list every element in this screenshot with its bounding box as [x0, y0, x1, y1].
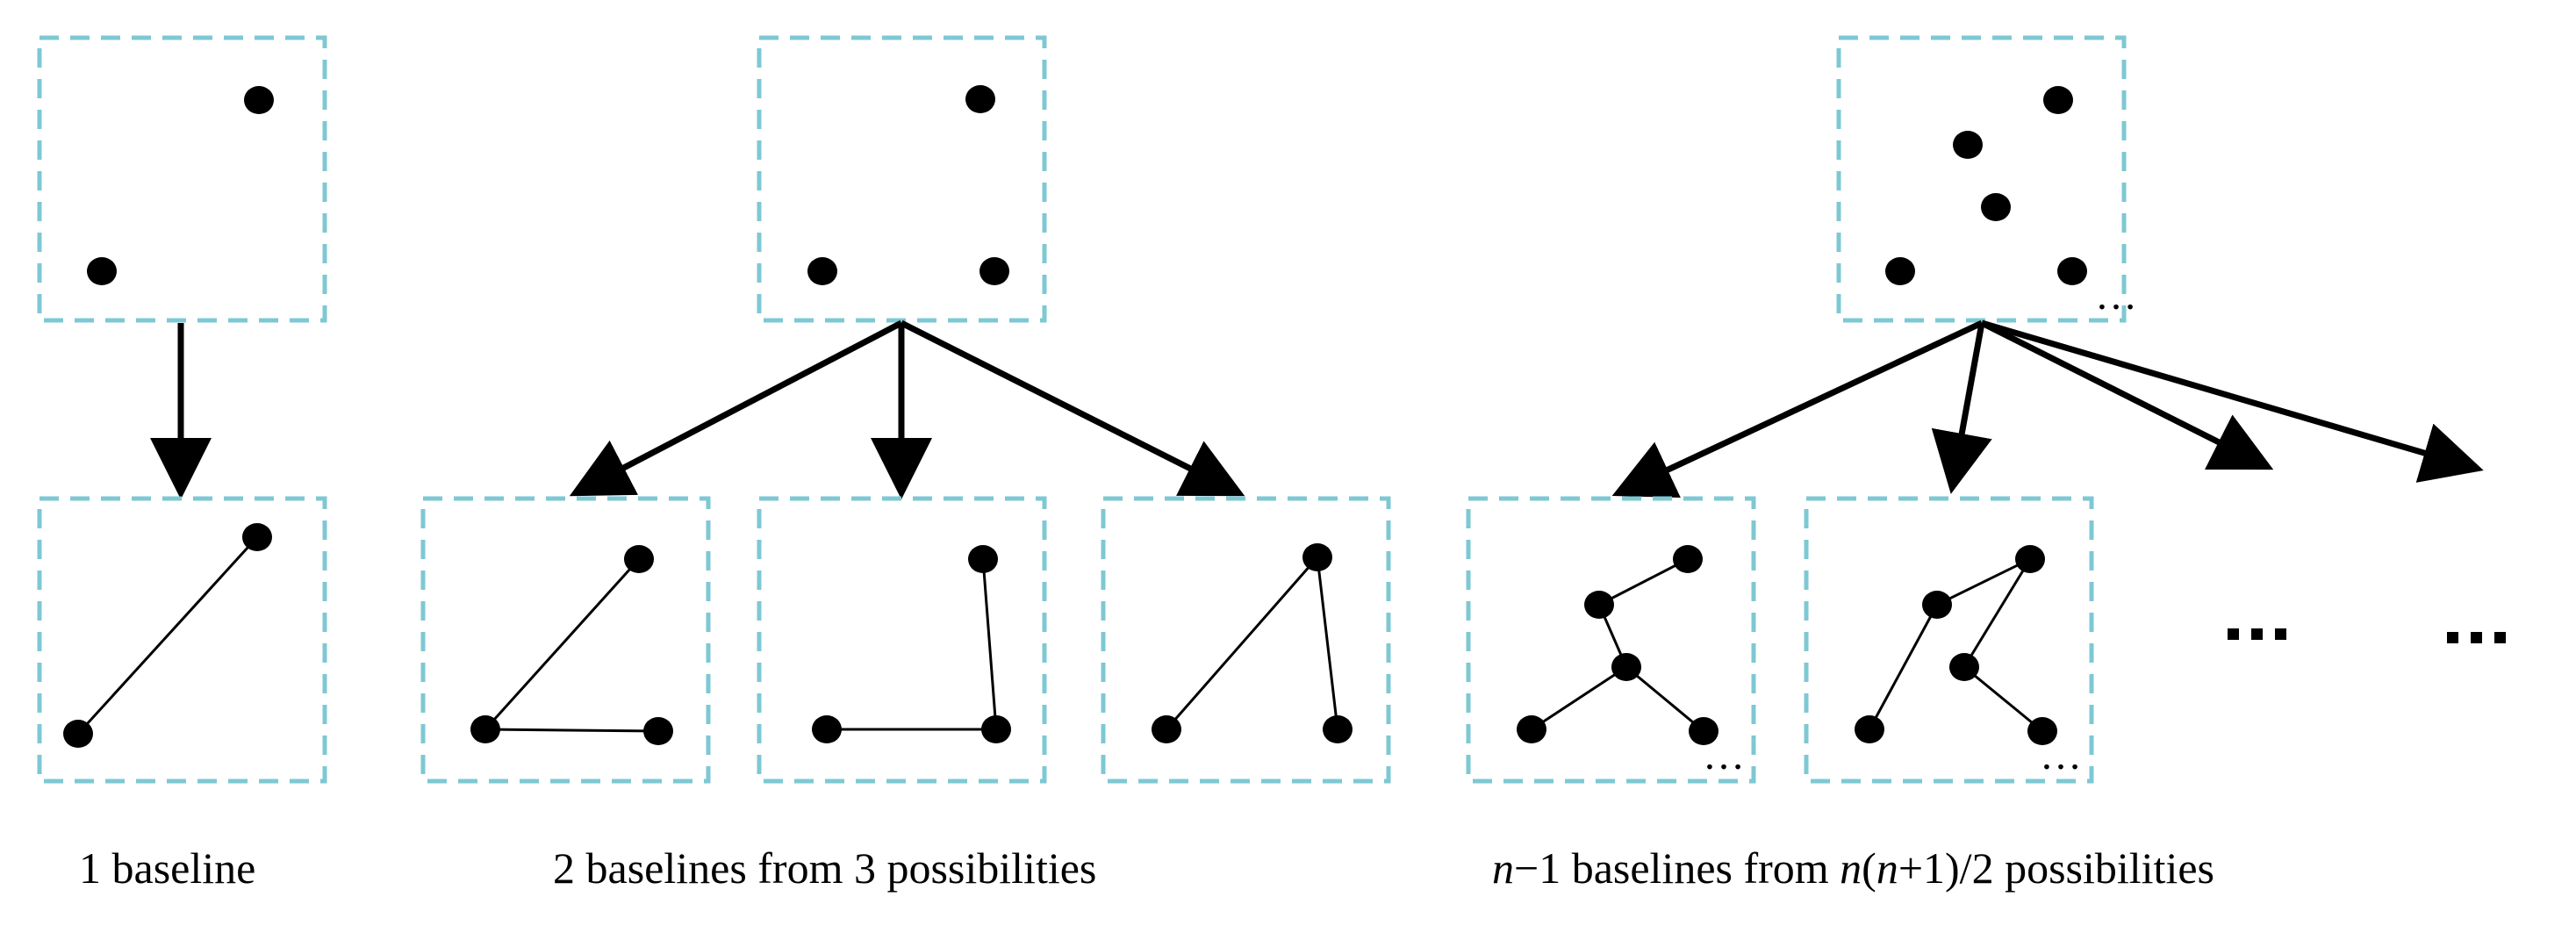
ellipsis-mark: …: [2095, 272, 2137, 319]
point: [2057, 257, 2087, 285]
baseline-edge: [1165, 556, 1319, 730]
arrow: [1980, 319, 2274, 470]
baseline-edge: [1598, 557, 1689, 606]
baseline-edge: [484, 557, 641, 731]
point: [2043, 86, 2073, 114]
point: [1302, 543, 1332, 571]
more-options-ellipsis: [2228, 628, 2286, 640]
caption-text: −1 baselines from: [1514, 843, 1841, 893]
caption-two-baselines: 2 baselines from 3 possibilities: [553, 843, 1097, 893]
baseline-edge: [1936, 557, 2031, 606]
point: [965, 85, 995, 113]
point: [87, 257, 117, 285]
point: [1953, 131, 1983, 159]
option-frame: [1466, 496, 1756, 784]
point: [979, 257, 1009, 285]
caption-var-n: n: [1840, 843, 1862, 893]
point: [2015, 545, 2045, 573]
group-n-points: … … …: [1466, 35, 2506, 784]
caption-one-baseline: 1 baseline: [79, 843, 256, 893]
baseline-edge: [484, 728, 659, 733]
point: [1885, 257, 1915, 285]
option-frame: [1804, 496, 2094, 784]
point: [624, 545, 654, 573]
group-three-points: [420, 35, 1391, 784]
caption-var-n: n: [1492, 843, 1514, 893]
point: [807, 257, 837, 285]
point: [1611, 653, 1641, 681]
top-frame-three-points: [757, 35, 1047, 323]
caption-text: (: [1862, 843, 1876, 893]
point: [1922, 591, 1952, 619]
top-frame-n-points: [1836, 35, 2127, 323]
point: [1689, 717, 1719, 745]
option-frame: [1101, 496, 1391, 784]
point: [2027, 717, 2057, 745]
point: [244, 86, 274, 114]
baseline-edge: [1531, 665, 1627, 731]
caption-var-n: n: [1876, 843, 1898, 893]
ellipsis-mark: …: [2040, 732, 2082, 779]
baseline-edge: [1963, 665, 2043, 733]
caption-n-baselines: n−1 baselines from n(n+1)/2 possibilitie…: [1492, 843, 2214, 893]
option-frame: [420, 496, 711, 784]
arrow: [1981, 319, 2484, 483]
baseline-edge: [1868, 604, 1939, 730]
baseline-edge: [1962, 558, 2032, 668]
point: [1323, 715, 1353, 743]
baseline-edge: [76, 535, 259, 735]
point: [968, 545, 998, 573]
baseline-edge: [1625, 665, 1704, 733]
point: [643, 717, 673, 745]
point: [981, 715, 1011, 743]
bottom-frame-one-baseline: [37, 496, 327, 784]
point: [470, 715, 500, 743]
arrow: [569, 319, 903, 497]
point: [63, 720, 93, 748]
baseline-edge: [1316, 556, 1339, 730]
point: [1584, 591, 1614, 619]
more-options-ellipsis: [2447, 632, 2506, 643]
ellipsis-mark: …: [1703, 732, 1745, 779]
point: [1855, 715, 1884, 743]
point: [1152, 715, 1181, 743]
arrow: [1931, 322, 1992, 494]
baseline-edge: [981, 558, 998, 730]
point: [1517, 715, 1546, 743]
group-one-baseline: [37, 35, 327, 784]
point: [1981, 193, 2011, 221]
arrow: [900, 319, 1245, 497]
point: [1673, 545, 1703, 573]
top-frame-two-points: [37, 35, 327, 323]
arrow: [1611, 319, 1984, 499]
point: [242, 523, 272, 551]
point: [812, 715, 842, 743]
option-frame: [757, 496, 1047, 784]
point: [1949, 653, 1979, 681]
caption-text: +1)/2 possibilities: [1898, 843, 2214, 893]
